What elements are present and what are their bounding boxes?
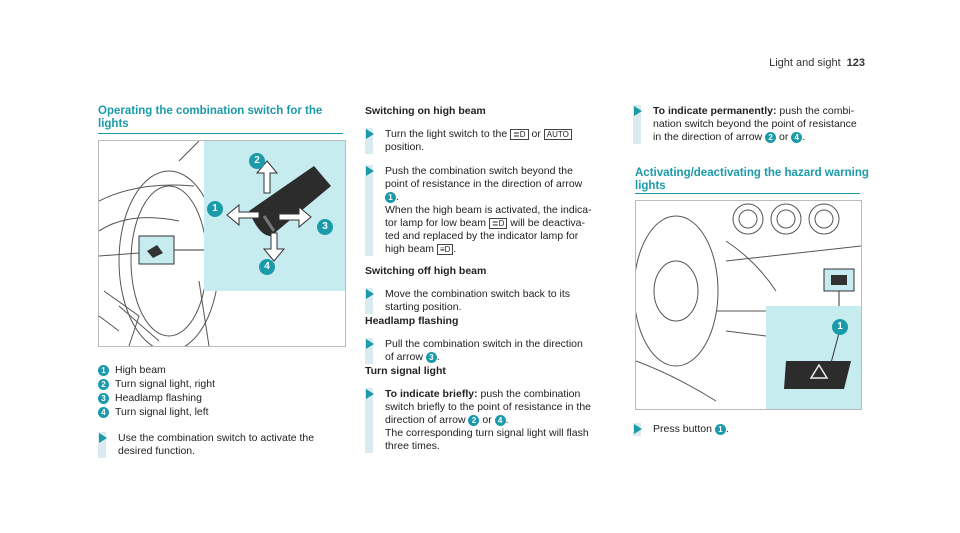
step-indicate-permanently: To indicate permanently: push the combi-… [633, 105, 888, 144]
callout-ref-2: 2 [765, 131, 777, 143]
callout-4: 4 [259, 259, 275, 275]
step-turn-light-switch: Turn the light switch to the ≣D or AUTO … [365, 128, 615, 154]
section-title: Light and sight [769, 57, 841, 69]
step-use-switch: Use the combination switch to activate t… [98, 432, 348, 458]
hazard-warning-figure: 1 [635, 200, 862, 410]
callout-ref-4: 4 [791, 131, 803, 143]
callout-1: 1 [207, 201, 223, 217]
heading-rule [98, 133, 343, 134]
callout-ref-1: 1 [714, 423, 726, 435]
step-arrow-icon [634, 424, 642, 434]
step-push-switch: Push the combination switch beyond the p… [365, 165, 615, 256]
callout-ref-2: 2 [468, 414, 480, 426]
page-header: Light and sight 123 [769, 57, 865, 70]
step-arrow-icon [99, 433, 107, 443]
step-indicate-briefly: To indicate briefly: push the combinatio… [365, 388, 620, 453]
section-heading-combination-switch: Operating the combination switch for the… [98, 105, 323, 130]
step-press-button: Press button 1. [633, 423, 853, 436]
callout-2: 2 [249, 153, 265, 169]
heading-turn-signal-light: Turn signal light [365, 365, 446, 377]
step-arrow-icon [366, 129, 374, 139]
low-beam-icon: ≣D [488, 217, 508, 229]
step-arrow-icon [366, 166, 374, 176]
step-arrow-icon [634, 106, 642, 116]
low-beam-icon: ≣D [510, 128, 529, 140]
high-beam-icon: ≡D [436, 243, 454, 255]
page-number: 123 [846, 57, 865, 69]
step-arrow-icon [366, 339, 374, 349]
callout-3: 3 [317, 219, 333, 235]
heading-switching-off-high-beam: Switching off high beam [365, 265, 487, 277]
step-pull-switch: Pull the combination switch in the direc… [365, 338, 615, 364]
heading-headlamp-flashing: Headlamp flashing [365, 315, 459, 327]
combination-switch-figure: 2 1 3 4 [98, 140, 346, 347]
step-arrow-icon [366, 289, 374, 299]
callout-1: 1 [832, 319, 848, 335]
step-arrow-icon [366, 389, 374, 399]
callout-ref-1: 1 [385, 191, 396, 203]
section-heading-hazard-warning: Activating/deactivating the hazard warni… [635, 167, 869, 192]
heading-rule [635, 193, 860, 194]
callout-ref-3: 3 [425, 351, 437, 363]
auto-icon: AUTO [543, 128, 572, 140]
callout-ref-4: 4 [494, 414, 506, 426]
heading-switching-on-high-beam: Switching on high beam [365, 105, 486, 117]
